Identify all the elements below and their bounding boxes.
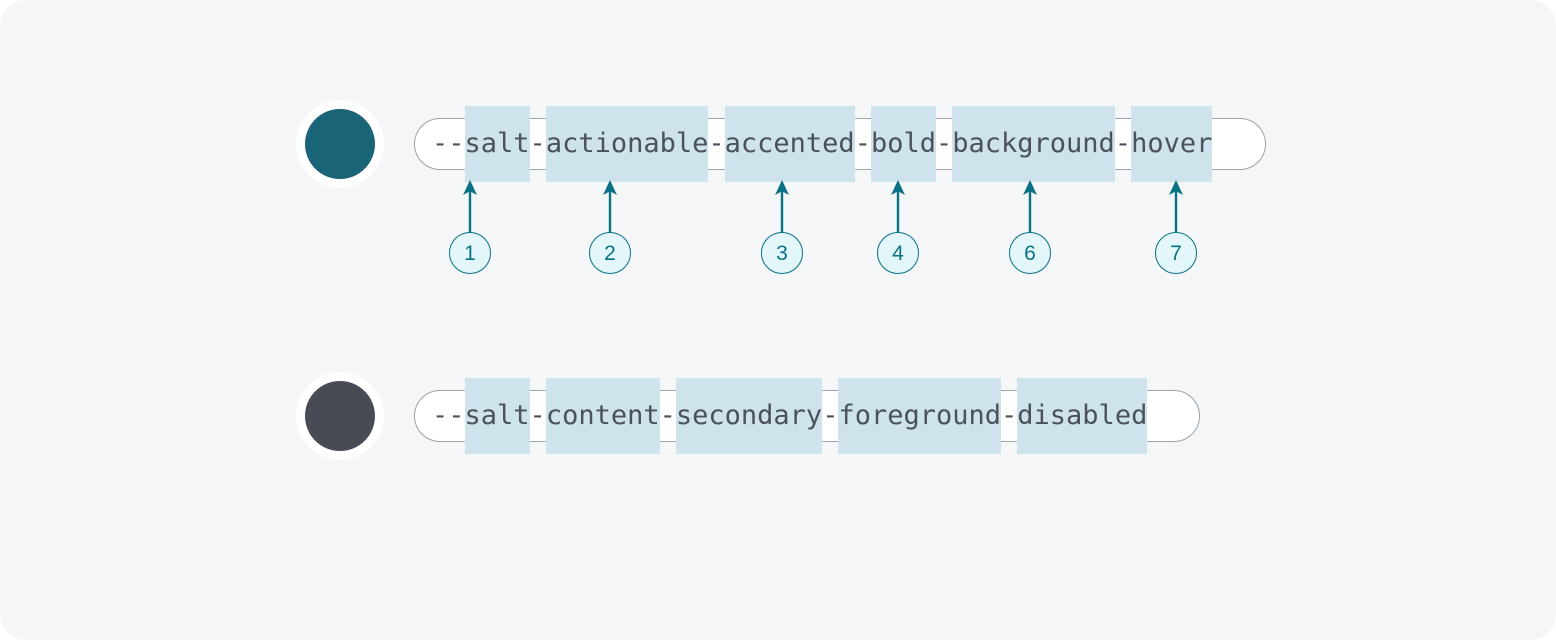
callout-arrow-icon: [1169, 180, 1183, 234]
token-pill-2: [414, 390, 1200, 442]
callout-number-bubble: 4: [877, 232, 919, 274]
callout-arrow-icon: [1023, 180, 1037, 234]
content-secondary-foreground-disabled-swatch: [305, 381, 375, 451]
callout-group-1: 1 2 3 4 6 7: [0, 178, 1556, 288]
callout-arrow-icon: [463, 180, 477, 234]
callout-number-bubble: 1: [449, 232, 491, 274]
callout-number-bubble: 3: [761, 232, 803, 274]
callout-arrow-icon: [775, 180, 789, 234]
color-swatch-ring-2: [296, 372, 384, 460]
callout-number-bubble: 2: [589, 232, 631, 274]
actionable-accented-bold-background-hover-swatch: [305, 109, 375, 179]
callout-arrow-icon: [891, 180, 905, 234]
callout-number-bubble: 6: [1009, 232, 1051, 274]
color-swatch-ring-1: [296, 100, 384, 188]
callout-number-bubble: 7: [1155, 232, 1197, 274]
callout-arrow-icon: [603, 180, 617, 234]
token-pill-1: [414, 118, 1266, 170]
